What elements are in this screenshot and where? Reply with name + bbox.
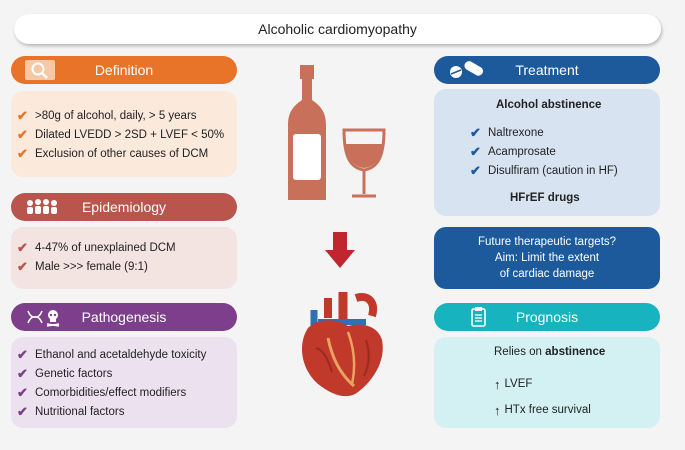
prognosis-relies-bold: abstinence bbox=[545, 346, 606, 358]
epidemiology-box: ✔ 4-47% of unexplained DCM ✔ Male >>> femal… bbox=[11, 227, 237, 289]
treatment-item: ✔ Naltrexone bbox=[470, 123, 660, 142]
down-arrow-icon bbox=[325, 232, 355, 268]
treatment-item: ✔ Acamprosate bbox=[470, 142, 660, 161]
definition-item-text: >80g of alcohol, daily, > 5 years bbox=[35, 109, 197, 122]
checkmark-icon: ✔ bbox=[17, 403, 28, 419]
treatment-item-text: Acamprosate bbox=[488, 145, 556, 158]
prognosis-relies-text: Relies on bbox=[494, 346, 542, 358]
epidemiology-label: Epidemiology bbox=[81, 199, 167, 215]
treatment-heading: Alcohol abstinence bbox=[496, 99, 602, 111]
checkmark-icon: ✔ bbox=[470, 143, 481, 159]
definition-item: ✔ Dilated LVEDD > 2SD + LVEF < 50% bbox=[17, 125, 237, 144]
pills-icon bbox=[450, 61, 484, 78]
prognosis-item-label: HTx free survival bbox=[504, 404, 591, 416]
checkmark-icon: ✔ bbox=[17, 239, 28, 255]
checkmark-icon: ✔ bbox=[17, 107, 28, 123]
checkmark-icon: ✔ bbox=[470, 162, 481, 178]
definition-item: ✔ Exclusion of other causes of DCM bbox=[17, 144, 237, 163]
definition-box: ✔ >80g of alcohol, daily, > 5 years ✔ Dilat… bbox=[11, 91, 237, 177]
treatment-item: ✔ Disulfiram (caution in HF) bbox=[470, 161, 660, 180]
epidemiology-item: ✔ Male >>> female (9:1) bbox=[17, 257, 237, 276]
pathogenesis-box: ✔ Ethanol and acetaldehyde toxicity ✔ Genet… bbox=[11, 337, 237, 428]
heart-illustration bbox=[302, 292, 383, 397]
checkmark-icon: ✔ bbox=[17, 126, 28, 142]
checkmark-icon: ✔ bbox=[17, 346, 28, 362]
prognosis-item-lvef: ↑ LVEF bbox=[494, 371, 660, 397]
future-targets-line2: Aim: Limit the extent bbox=[494, 252, 600, 264]
epidemiology-header: Epidemiology bbox=[11, 193, 237, 221]
pathogenesis-item: ✔ Genetic factors bbox=[17, 364, 237, 383]
wine-bottle-glass-illustration bbox=[288, 65, 386, 200]
treatment-item-text: Disulfiram (caution in HF) bbox=[488, 164, 618, 177]
checkmark-icon: ✔ bbox=[17, 365, 28, 381]
future-targets-line3: of cardiac damage bbox=[499, 268, 595, 280]
pathogenesis-item-text: Comorbidities/effect modifiers bbox=[35, 386, 187, 399]
treatment-item-text: Naltrexone bbox=[488, 126, 544, 139]
treatment-box: Alcohol abstinence ✔ Naltrexone ✔ Acamprosa… bbox=[434, 89, 660, 216]
prognosis-item-htx: ↑ HTx free survival bbox=[494, 397, 660, 423]
checkmark-icon: ✔ bbox=[17, 145, 28, 161]
dna-skull-icon bbox=[27, 310, 60, 327]
prognosis-item-label: LVEF bbox=[504, 378, 533, 390]
up-arrow-icon: ↑ bbox=[494, 402, 501, 418]
pathogenesis-item-text: Genetic factors bbox=[35, 367, 113, 380]
clipboard-icon bbox=[471, 307, 486, 327]
future-targets-line1: Future therapeutic targets? bbox=[477, 236, 617, 248]
pathogenesis-item-text: Ethanol and acetaldehyde toxicity bbox=[35, 348, 207, 361]
pathogenesis-item-text: Nutritional factors bbox=[35, 405, 125, 418]
epidemiology-item: ✔ 4-47% of unexplained DCM bbox=[17, 238, 237, 257]
checkmark-icon: ✔ bbox=[17, 258, 28, 274]
prognosis-header: Prognosis bbox=[434, 303, 660, 331]
treatment-header: Treatment bbox=[434, 56, 660, 84]
treatment-label: Treatment bbox=[515, 62, 579, 78]
checkmark-icon: ✔ bbox=[17, 384, 28, 400]
definition-item-text: Dilated LVEDD > 2SD + LVEF < 50% bbox=[35, 128, 225, 141]
up-arrow-icon: ↑ bbox=[494, 376, 501, 392]
definition-item-text: Exclusion of other causes of DCM bbox=[35, 147, 209, 160]
pathogenesis-header: Pathogenesis bbox=[11, 303, 237, 331]
pathogenesis-item: ✔ Comorbidities/effect modifiers bbox=[17, 383, 237, 402]
future-targets-box: Future therapeutic targets? Aim: Limit t… bbox=[434, 227, 660, 289]
magnifier-icon bbox=[25, 60, 55, 80]
definition-item: ✔ >80g of alcohol, daily, > 5 years bbox=[17, 106, 237, 125]
definition-header: Definition bbox=[11, 56, 237, 84]
epidemiology-item-text: 4-47% of unexplained DCM bbox=[35, 241, 176, 254]
treatment-footer: HFrEF drugs bbox=[510, 192, 580, 204]
epidemiology-item-text: Male >>> female (9:1) bbox=[35, 260, 148, 273]
prognosis-label: Prognosis bbox=[515, 309, 579, 325]
definition-label: Definition bbox=[94, 62, 154, 78]
prognosis-box: Relies on abstinence ↑ LVEF ↑ HTx free s… bbox=[434, 337, 660, 428]
pathogenesis-item: ✔ Ethanol and acetaldehyde toxicity bbox=[17, 345, 237, 364]
checkmark-icon: ✔ bbox=[470, 124, 481, 140]
pathogenesis-item: ✔ Nutritional factors bbox=[17, 402, 237, 421]
page-title: Alcoholic cardiomyopathy bbox=[14, 14, 661, 44]
prognosis-relies: Relies on abstinence bbox=[494, 346, 660, 368]
people-icon bbox=[27, 199, 57, 214]
pathogenesis-label: Pathogenesis bbox=[81, 309, 167, 325]
